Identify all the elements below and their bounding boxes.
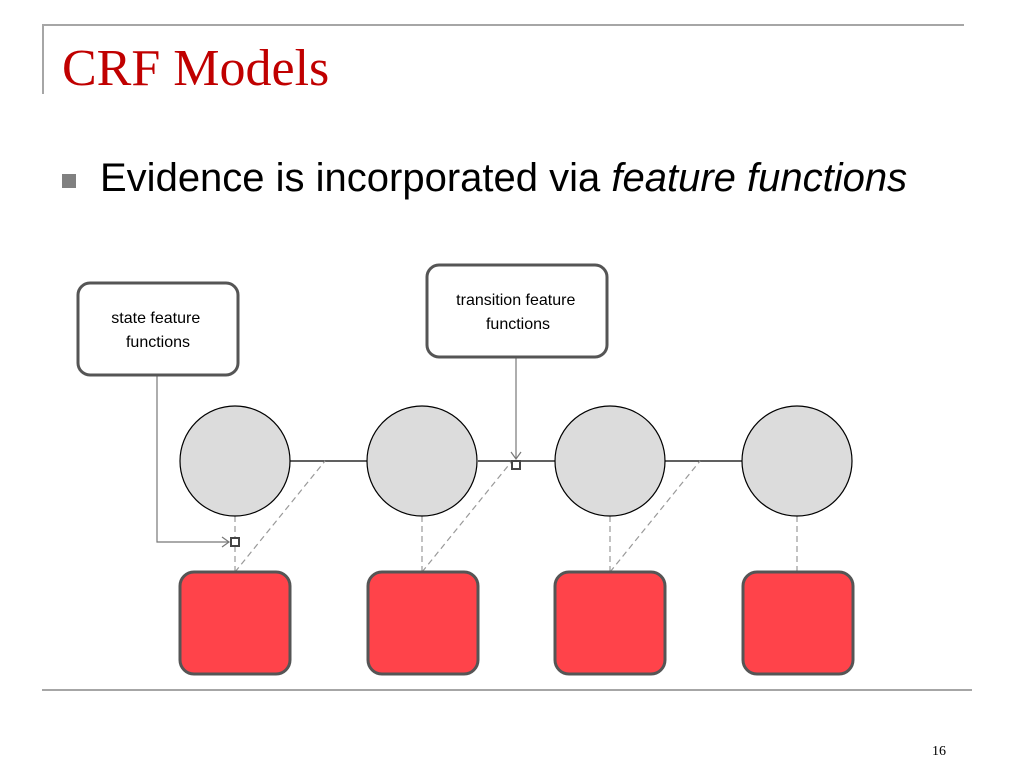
transition-feature-callout-line-2: functions [486, 316, 550, 333]
observed-node-2 [366, 570, 480, 676]
hidden-node-1 [179, 405, 291, 517]
observed-node-4 [741, 570, 855, 676]
slide-frame-top-border [42, 24, 964, 26]
hidden-node-2 [366, 405, 478, 517]
page-number: 16 [932, 744, 946, 759]
slide-title: CRF Models [62, 40, 330, 97]
bullet-text-plain: Evidence is incorporated via [100, 156, 612, 200]
bullet-text: Evidence is incorporated via feature fun… [100, 156, 907, 200]
state-factor-marker [230, 537, 240, 547]
transition-edge-1 [234, 460, 326, 573]
transition-callout-arrowhead [510, 451, 522, 461]
bullet-item: Evidence is incorporated via feature fun… [62, 156, 907, 200]
hidden-node-3 [554, 405, 666, 517]
transition-edge-2 [421, 460, 513, 573]
hidden-node-4 [741, 405, 853, 517]
state-feature-callout-line-2: functions [126, 334, 190, 351]
bullet-text-italic: feature functions [611, 156, 908, 200]
transition-feature-callout-line-1: transition feature [456, 292, 575, 309]
state-feature-callout-line-1: state feature [111, 310, 200, 327]
observed-node-1 [178, 570, 292, 676]
transition-factor-marker [511, 460, 521, 470]
transition-feature-callout-label: transition feature functions [456, 292, 580, 333]
transition-edge-3 [609, 460, 701, 573]
state-callout-arrowhead [221, 536, 231, 548]
state-feature-callout-box [76, 281, 240, 377]
slide-footer-rule [42, 689, 972, 691]
state-feature-callout-label: state feature functions [111, 310, 204, 351]
observed-node-3 [553, 570, 667, 676]
square-bullet-icon [62, 174, 76, 188]
transition-feature-callout-box [425, 263, 609, 359]
state-callout-connector [156, 375, 229, 543]
slide-frame-left-border [42, 24, 44, 94]
